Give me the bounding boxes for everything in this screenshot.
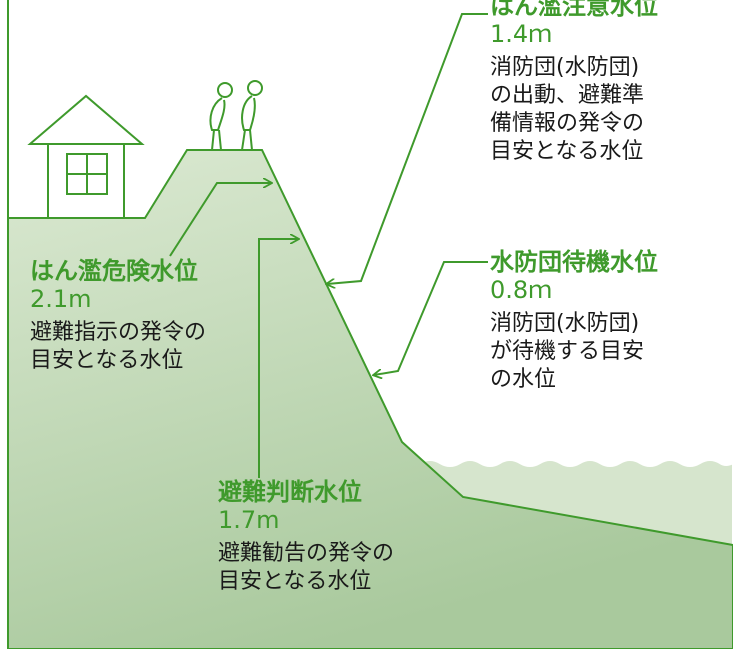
evacuation-level-desc-2: 目安となる水位 [218,569,372,594]
caution-level-desc-3: 備情報の発令の [490,111,645,136]
danger-level-arrow [169,183,271,257]
danger-level-title: はん濫危険水位 [30,257,198,285]
evacuation-level-arrow [258,239,298,478]
caution-level-value: 1.4ｍ [490,20,553,48]
caution-level-desc-1: 消防団(水防団) [490,55,640,80]
evacuation-level-title: 避難判断水位 [218,478,362,506]
caution-level-label: はん濫注意水位 1.4ｍ 消防団(水防団) の出動、避難準 備情報の発令の 目安… [490,0,658,166]
danger-level-value: 2.1m [30,285,92,313]
people-icon [209,80,263,151]
evacuation-level-value: 1.7m [218,506,280,534]
standby-level-desc-2: が待機する目安 [490,339,645,364]
caution-level-desc-4: 目安となる水位 [490,139,644,164]
levee-body [7,149,733,649]
caution-level-desc-2: の出動、避難準 [490,83,645,108]
standby-level-label: 水防団待機水位 0.8ｍ 消防団(水防団) が待機する目安 の水位 [490,248,658,394]
standby-level-arrow [374,261,488,375]
danger-level-label: はん濫危険水位 2.1m 避難指示の発令の 目安となる水位 [30,257,206,375]
evacuation-level-desc-1: 避難勧告の発令の [218,541,395,566]
standby-level-value: 0.8ｍ [490,276,553,304]
standby-level-title: 水防団待機水位 [490,248,658,276]
danger-level-desc-2: 目安となる水位 [30,348,184,373]
standby-level-desc-1: 消防団(水防団) [490,311,640,336]
caution-level-title: はん濫注意水位 [490,0,658,20]
standby-level-desc-3: の水位 [490,367,557,392]
house-icon [27,94,145,219]
caution-level-arrow [327,13,488,284]
evacuation-level-label: 避難判断水位 1.7m 避難勧告の発令の 目安となる水位 [218,478,394,596]
danger-level-desc-1: 避難指示の発令の [30,320,207,345]
